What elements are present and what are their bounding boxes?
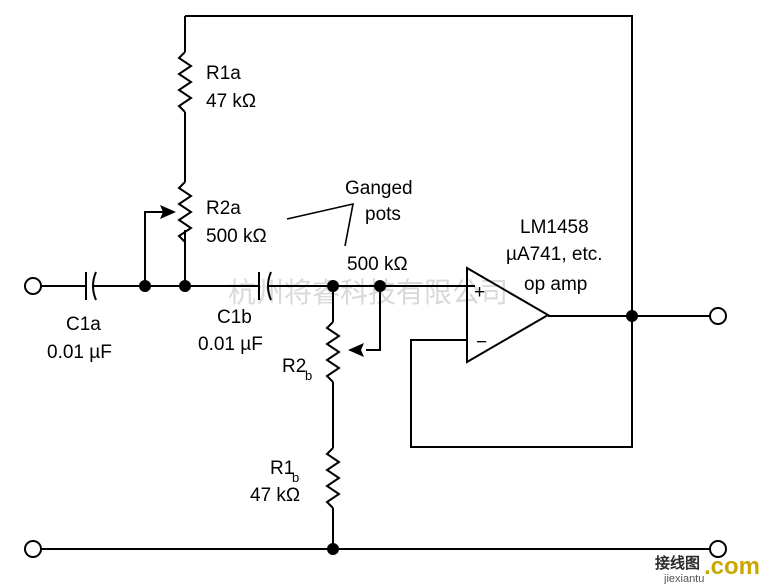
opamp-plus: + [474, 282, 485, 303]
r2b-wiper-wire [366, 286, 381, 351]
c1a-name: C1a [66, 314, 101, 335]
watermark: 杭州将睿科技有限公司 [228, 276, 508, 309]
logo-suffix: .com [704, 553, 760, 580]
c1a-value: 0.01 µF [47, 342, 112, 363]
r2b-subscript: b [305, 368, 312, 383]
ground-terminal-right [709, 540, 727, 558]
r2a-value: 500 kΩ [206, 226, 267, 247]
node-r2a-wiper [139, 280, 151, 292]
resistor-r2b [325, 321, 341, 383]
resistor-r1a [177, 51, 193, 113]
r1a-name: R1a [206, 63, 241, 84]
resistor-r1b [325, 447, 341, 509]
r2a-wiper-wire [144, 211, 170, 286]
node-ground [327, 543, 339, 555]
r2b-value: 500 kΩ [347, 254, 408, 275]
r2b-wiper-arrow [348, 343, 364, 357]
c1b-value: 0.01 µF [198, 334, 263, 355]
c1b-name: C1b [217, 307, 252, 328]
r1b-subscript: b [292, 470, 299, 485]
r1b-value: 47 kΩ [250, 485, 300, 506]
ground-terminal-left [24, 540, 42, 558]
opamp-triangle [466, 266, 550, 364]
feedback-wire-bottom [410, 316, 633, 448]
input-terminal [24, 277, 42, 295]
r2a-name: R2a [206, 198, 241, 219]
resistor-r2a [177, 181, 193, 243]
feedback-wire-top [185, 15, 633, 316]
r1b-name: R1 [270, 458, 294, 479]
ganged-pointer [286, 202, 355, 247]
ganged-label-1: Ganged [345, 178, 413, 199]
opamp-label-2: µA741, etc. [506, 244, 603, 265]
capacitor-c1a [85, 271, 97, 301]
output-terminal [709, 307, 727, 325]
logo-url: jiexiantu [663, 573, 704, 584]
opamp-minus: − [476, 332, 487, 353]
r2b-name: R2 [282, 356, 306, 377]
node-r2a [179, 280, 191, 292]
r2a-wiper-arrow [160, 205, 176, 219]
opamp-label-3: op amp [524, 274, 587, 295]
logo-text: 接线图 [655, 554, 700, 572]
r1a-value: 47 kΩ [206, 91, 256, 112]
ganged-label-2: pots [365, 204, 401, 225]
site-logo: 接线图 .com jiexiantu [655, 553, 760, 584]
opamp-label-1: LM1458 [520, 217, 589, 238]
